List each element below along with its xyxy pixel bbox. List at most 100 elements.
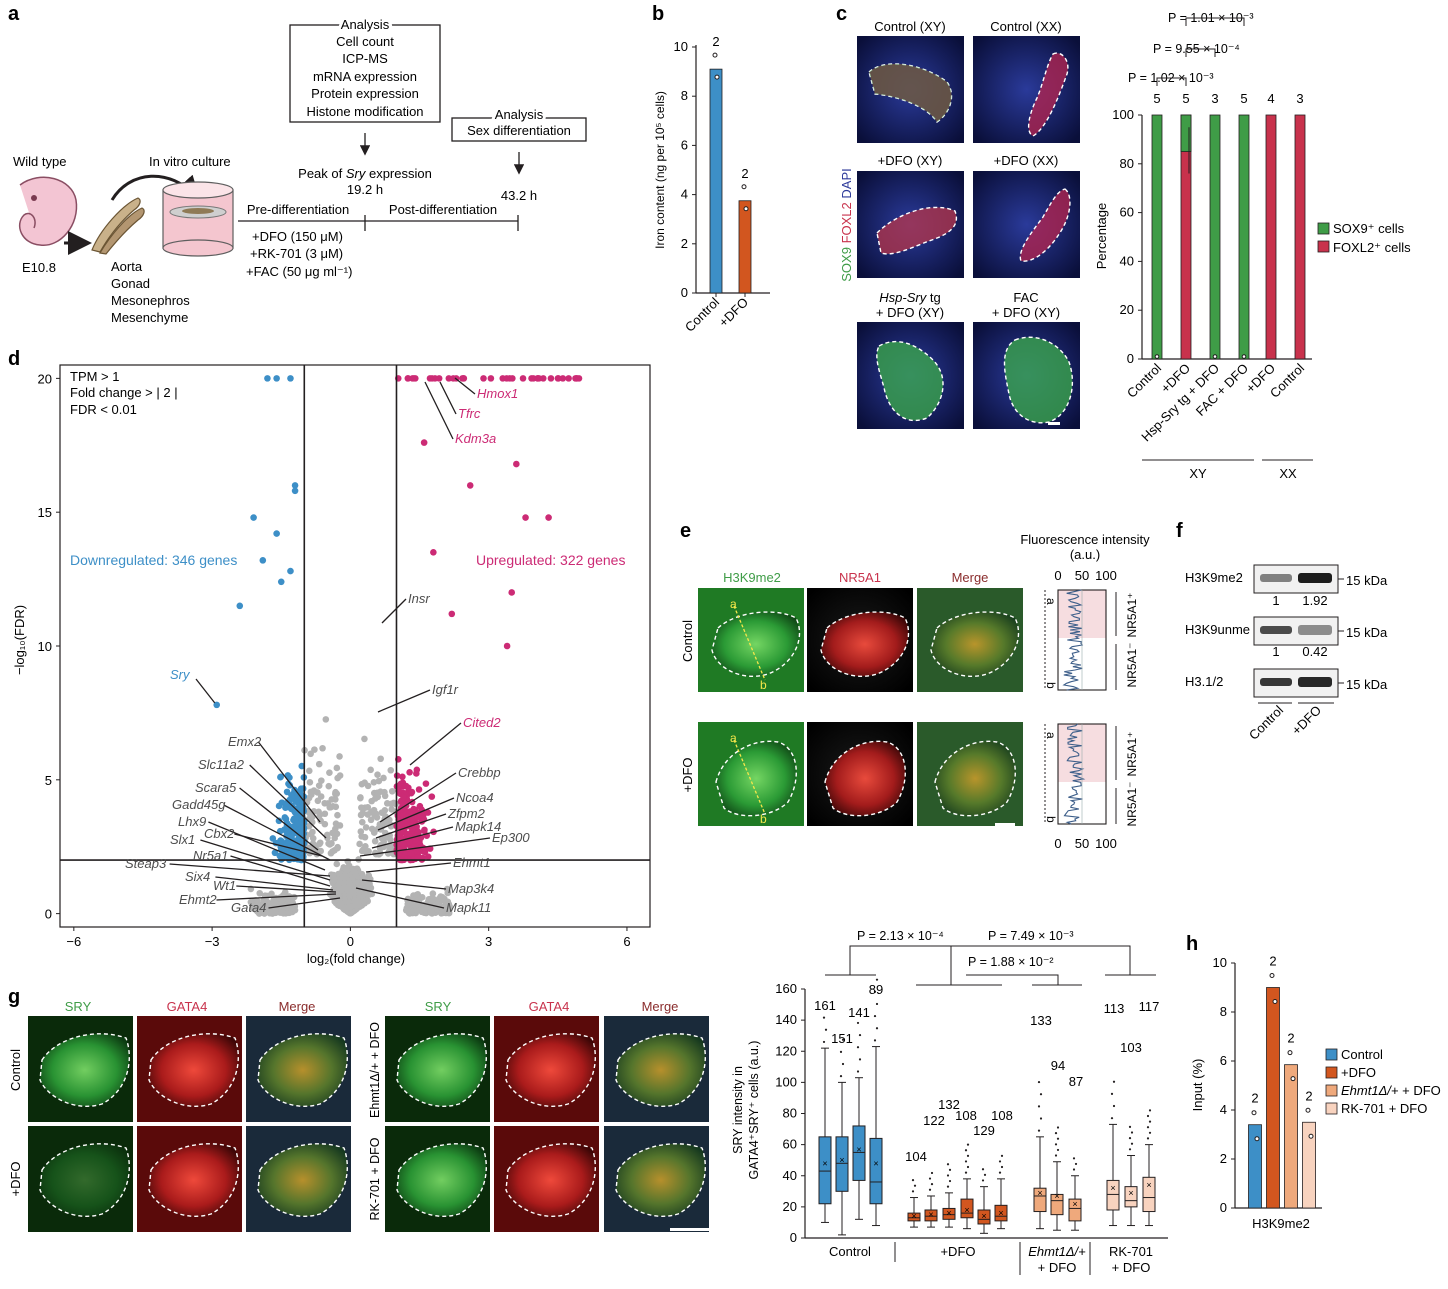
gonad-outline <box>711 611 801 677</box>
gonad-outline <box>1019 188 1071 262</box>
bar <box>1284 1064 1298 1209</box>
gene-leader-line <box>268 897 341 909</box>
point-grey <box>311 746 318 753</box>
gene-leader-line <box>377 689 431 713</box>
gene-label: Ep300 <box>492 830 530 845</box>
point-grey <box>280 909 287 917</box>
gonad-outline <box>868 63 953 123</box>
criteria-fdr: FDR < 0.01 <box>70 402 137 417</box>
channel-merge: Merge <box>952 570 989 585</box>
outlier <box>1000 1154 1004 1157</box>
point-up <box>466 482 474 489</box>
point-up <box>409 375 416 382</box>
blot-quant: 1 <box>1272 644 1279 659</box>
bar-foxl2 <box>1294 114 1306 360</box>
box <box>994 1204 1008 1222</box>
point-grey <box>346 903 354 911</box>
gene-leader-line <box>379 772 457 823</box>
point-up <box>402 782 410 790</box>
blot-band <box>1298 573 1332 583</box>
point-grey <box>336 886 344 894</box>
gene-leader-line <box>371 826 454 849</box>
point-grey <box>256 903 264 910</box>
gene-label: Steap3 <box>125 856 167 871</box>
point-grey <box>381 792 389 800</box>
data-point <box>1269 973 1275 978</box>
point-down <box>277 578 285 586</box>
point-up <box>421 848 429 856</box>
legend-foxl2: FOXL2⁺ cells <box>1333 240 1411 255</box>
point-grey <box>438 908 446 916</box>
outlier <box>841 1062 845 1066</box>
n-label: 113 <box>1104 1001 1125 1016</box>
y-tick-label: 20 <box>38 371 52 386</box>
profile-tick-bottom: 0 <box>1054 836 1061 851</box>
box <box>1068 1198 1082 1222</box>
profile-line <box>733 739 766 815</box>
y-tick-label: 60 <box>783 1137 797 1152</box>
point-grey <box>319 744 326 752</box>
point-grey <box>388 787 396 795</box>
point-grey <box>358 780 366 788</box>
panel-e: e H3K9me2 NR5A1 Merge Control +DFO Fluor… <box>680 520 1150 851</box>
up-label: Upregulated: 322 genes <box>476 552 625 568</box>
blot-band <box>1260 626 1292 634</box>
y-tick-label: 40 <box>783 1168 797 1183</box>
point-grey <box>327 849 335 857</box>
point-down <box>273 530 280 537</box>
panel-c: c Control (XY) Control (XX) +DFO (XY) +D… <box>836 3 1411 481</box>
point-grey <box>367 766 374 774</box>
point-grey <box>357 794 364 802</box>
point-grey <box>427 909 435 917</box>
n-label: 89 <box>869 982 883 997</box>
point-grey <box>317 847 325 855</box>
point-down <box>269 835 277 842</box>
panel-b: b Iron content (ng per 10⁵ cells) 024681… <box>652 3 770 335</box>
point-up <box>396 822 403 830</box>
panel-g: g SRY intensity in GATA4⁺SRY⁺ cells (a.u… <box>8 929 1168 1275</box>
outlier <box>1054 1132 1058 1135</box>
bar-sox9 <box>1180 114 1192 152</box>
lane-label: +DFO <box>1289 703 1324 738</box>
profile-tick-top: 100 <box>1095 568 1117 583</box>
point-grey <box>368 825 376 833</box>
data-point <box>1212 354 1218 359</box>
group-label: Control <box>829 1244 871 1259</box>
point-grey <box>356 840 363 848</box>
point-grey <box>333 830 341 838</box>
gene-label: Map3k4 <box>448 881 494 896</box>
point-up <box>509 375 516 382</box>
point-grey <box>362 843 369 850</box>
mean-marker: × <box>911 1211 916 1221</box>
panel-c-label: c <box>836 3 847 25</box>
point-grey <box>374 793 382 801</box>
point-grey <box>387 766 395 774</box>
outlier <box>911 1190 915 1193</box>
point-grey <box>321 810 329 818</box>
blot-quant: 1 <box>1272 593 1279 608</box>
point-grey <box>438 895 446 903</box>
point-grey <box>364 811 372 818</box>
gene-label: Cited2 <box>463 715 501 730</box>
point-up <box>430 549 437 556</box>
row-label: Ehmt1Δ/+ + DFO <box>368 1022 382 1118</box>
point-up <box>480 375 487 382</box>
gonad-outline <box>930 611 1020 677</box>
box <box>835 1136 849 1192</box>
gene-leader-line <box>454 377 476 395</box>
gene-leader-line <box>236 885 337 893</box>
gonad-outline <box>934 740 1016 817</box>
embryo-eye-icon <box>31 195 37 201</box>
legend-swatch-sox9 <box>1317 222 1330 235</box>
outlier <box>1039 1093 1043 1096</box>
y-tick-label: 2 <box>681 236 688 251</box>
gonad-region <box>825 741 906 816</box>
point-up <box>420 827 428 835</box>
legend-label: Control <box>1341 1047 1383 1062</box>
y-tick-label: 140 <box>775 1012 797 1027</box>
gene-leader-line <box>355 887 445 909</box>
n-label: 5 <box>1153 91 1160 106</box>
y-tick-label: 20 <box>783 1199 797 1214</box>
gonad-region <box>712 612 800 677</box>
